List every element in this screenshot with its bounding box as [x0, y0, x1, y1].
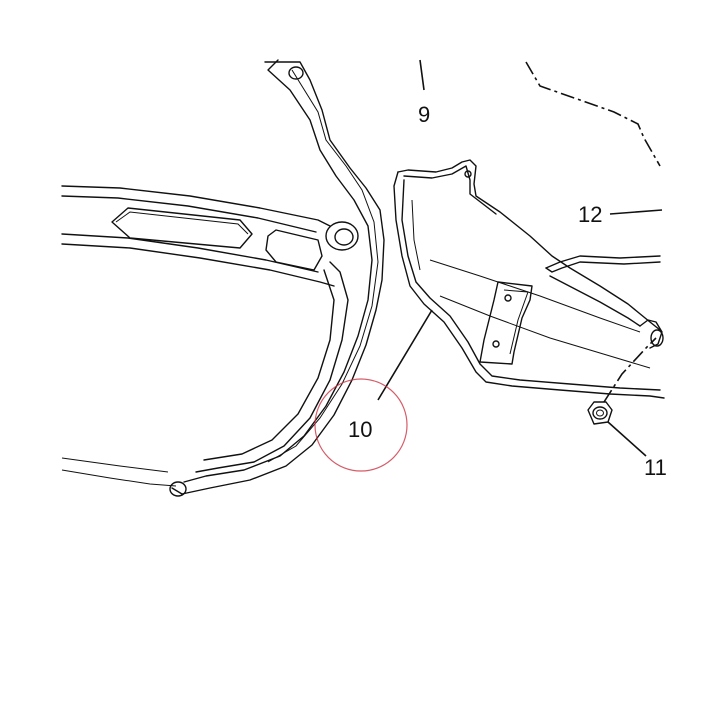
leader-11: [607, 421, 647, 457]
leader-9: [419, 59, 425, 91]
leader-12: [609, 209, 663, 215]
callout-9: 9: [418, 102, 430, 127]
cover-panel-part: [393, 159, 665, 399]
callout-11: 11: [644, 455, 667, 480]
callout-10: 10: [348, 417, 372, 442]
frame-part: [61, 59, 385, 497]
nut-part: [587, 337, 657, 425]
leader-lines: [377, 59, 663, 457]
highlight-circle: [314, 378, 408, 472]
callout-12: 12: [578, 202, 602, 227]
hidden-line: [525, 61, 661, 167]
leader-10: [377, 309, 433, 401]
